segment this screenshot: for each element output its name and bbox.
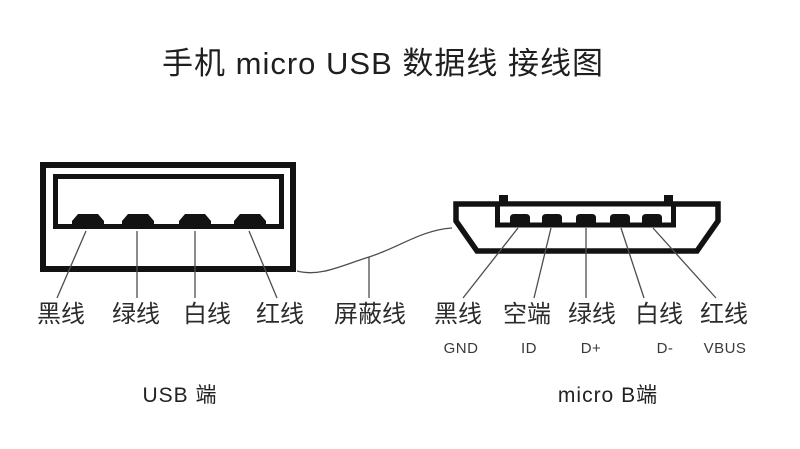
usb-wire-label-white: 白线: [183, 301, 231, 328]
usb-wire-label-red: 红线: [256, 301, 304, 328]
usb-a-pin-2: [122, 214, 154, 229]
pin-name-id: ID: [521, 340, 537, 357]
micro-wire-white-line: [620, 227, 645, 299]
pin-name-dminus: D-: [656, 340, 674, 357]
shield-wire-curve: [296, 227, 453, 274]
pin-name-gnd: GND: [443, 340, 479, 357]
shield-wire: [296, 227, 453, 298]
micro-b-caption: micro B端: [557, 384, 659, 407]
shield-wire-label: 屏蔽线: [334, 301, 406, 328]
micro-b-pin-3: [576, 214, 596, 224]
micro-wire-black-line: [462, 227, 519, 299]
usb-a-pin-3: [179, 214, 211, 229]
micro-b-connector: [453, 195, 721, 254]
pin-name-dplus: D+: [580, 340, 602, 357]
micro-wire-label-empty: 空端: [503, 301, 551, 328]
micro-b-tab-right: [664, 195, 673, 204]
usb-a-pin-4: [234, 214, 266, 229]
micro-wire-label-green: 绿线: [568, 301, 616, 328]
page-title: 手机 micro USB 数据线 接线图: [162, 46, 604, 81]
micro-wire-label-red: 红线: [700, 301, 748, 328]
usb-wire-label-green: 绿线: [112, 301, 160, 328]
micro-b-tab-left: [499, 195, 508, 204]
micro-wire-label-white: 白线: [635, 301, 683, 328]
usb-wire-red-line: [248, 230, 278, 299]
micro-wire-label-black: 黑线: [434, 301, 482, 328]
usb-a-caption: USB 端: [142, 384, 218, 407]
usb-wire-black-line: [56, 230, 87, 299]
micro-wire-red-line: [652, 227, 717, 299]
micro-b-pin-2: [542, 214, 562, 224]
micro-wire-id-line: [533, 227, 552, 299]
micro-b-pin-5: [642, 214, 662, 224]
micro-b-pin-4: [610, 214, 630, 224]
pin-name-vbus: VBUS: [703, 340, 747, 357]
usb-a-connector: [40, 162, 296, 272]
micro-b-pin-1: [510, 214, 530, 224]
usb-a-pin-1: [72, 214, 104, 229]
usb-wire-label-black: 黑线: [37, 301, 85, 328]
